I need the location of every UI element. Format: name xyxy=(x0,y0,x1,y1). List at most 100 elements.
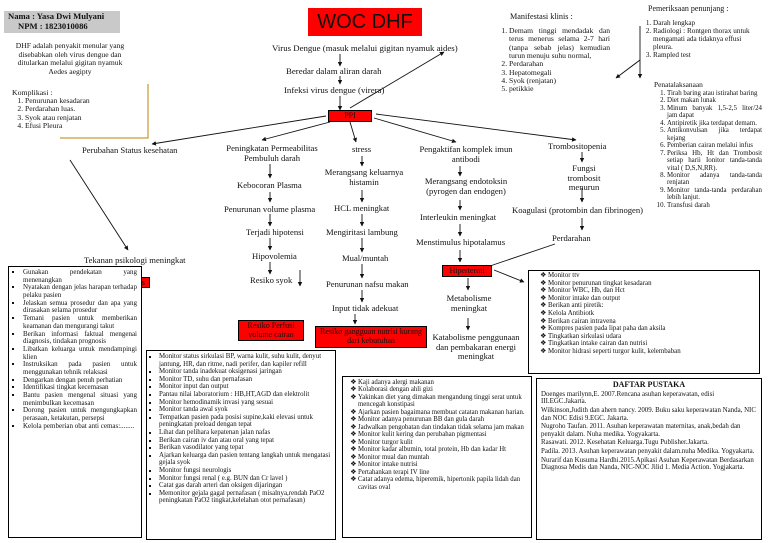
flow-input: Input tidak adekuat xyxy=(332,303,399,313)
list-item: Catat gas darah arteri dan oksigen dijar… xyxy=(159,482,333,490)
list-item: Minum banyak 1,5-2,5 liter/24 jam dapat xyxy=(667,105,762,120)
flow-koagulasi: Koagulasi (protombin dan fibrinogen) xyxy=(512,205,644,215)
list-item: Jelaskan semua prosedur dan apa yang dir… xyxy=(23,299,137,315)
flow-fungsi: Fungsi trombosit menurun xyxy=(567,163,601,193)
pustaka-ref: Nurarif dan Kusuma Hardhi.2015.Apikasi A… xyxy=(541,456,754,472)
list-item: Antikonvulsan jika terdapat kejang xyxy=(667,127,762,142)
list-item: Perdarahan luas. xyxy=(25,104,132,113)
list-item: Ajarkan keluarga dan pasien tentang lang… xyxy=(159,452,333,467)
student-npm: NPM : 1823010086 xyxy=(18,20,88,31)
flow-beredar: Beredar dalam aliran darah xyxy=(286,66,382,76)
list-item: petikkie xyxy=(509,85,610,94)
list-item: Monitor status sirkulasi BP, warna kulit… xyxy=(159,353,333,368)
flow-interleukin: Interleukin meningkat xyxy=(420,212,497,222)
list-item: Dengarkan dengan penuh perhatian xyxy=(23,376,137,385)
list-item: Berikan anti piretik: xyxy=(548,302,756,310)
flow-histamin: Merangsang keluarnya histamin xyxy=(324,167,404,187)
definition-text: DHF adalah penyakit menular yang disebab… xyxy=(15,41,125,77)
penatalaksanaan-list: Tirah baring atau istirahat baring Diet … xyxy=(654,90,762,209)
penatalaksanaan-title: Penatalaksanaan xyxy=(654,80,703,89)
list-item: Efusi Pleura xyxy=(25,121,132,130)
ppi-box: PPI xyxy=(328,110,372,122)
pustaka-box: DAFTAR PUSTAKA Doenges marilynn,E. 2007.… xyxy=(536,378,762,540)
flow-perdarahan: Perdarahan xyxy=(552,233,591,243)
list-item: Syok atau renjatan xyxy=(25,113,132,122)
list-item: Monitor turgor kulit xyxy=(358,439,528,446)
list-item: Instruksikan pada pasien untuk menggunak… xyxy=(23,360,137,376)
flow-lambung: Mengiritasi lambung xyxy=(326,227,398,237)
list-item: Monitor hemodinamik invasi yang sesuai xyxy=(159,399,333,407)
list-item: Pertahankan terapi IV line xyxy=(358,469,528,476)
pustaka-ref: Nugroho Taufan. 2011. Asuhan keperawatan… xyxy=(541,423,741,438)
list-item: Kaji adanya alergi makanan xyxy=(358,379,528,386)
penatalaksanaan-section: Penatalaksanaan Tirah baring atau istira… xyxy=(654,80,762,209)
list-item: Jadwalkan pengobatan dan tindakan tidak … xyxy=(358,424,528,431)
flow-katabolisme: Katabolisme penggunaan dan pembakaran en… xyxy=(432,332,520,362)
cemas-list: Gunakan pendekatan yang menenangkan Nyat… xyxy=(11,268,137,430)
page-title: WOC DHF xyxy=(308,8,422,36)
flow-permeabilitas: Peningkatan Permeabilitas Pembuluh darah xyxy=(226,143,318,163)
list-item: Berikan vasodilator yang tepat xyxy=(159,444,333,452)
list-item: Diet makan lunak xyxy=(667,97,762,104)
list-item: Kompres pasien pada lipat paha dan aksil… xyxy=(548,325,756,333)
list-item: Pemberian cairan melalui infus xyxy=(667,142,762,149)
list-item: Monitor ttv xyxy=(548,272,756,280)
list-item: Pantau nilai laboratorium : HB,HT,AGD da… xyxy=(159,391,333,399)
list-item: Darah lengkap xyxy=(653,19,758,28)
komplikasi-title: Komplikasi : xyxy=(12,88,53,97)
flow-metabolisme: Metabolisme meningkat xyxy=(446,293,492,313)
list-item: Monitor mual dan muntah xyxy=(358,454,528,461)
flow-penurunan-volume: Penurunan volume plasma xyxy=(224,204,316,214)
list-item: Monitor WBC, Hb, dan Hct xyxy=(548,287,756,295)
resiko-nutrisi-box: Resiko gangguan nutrisi kurang dari kebu… xyxy=(315,326,427,348)
pemeriksaan-title: Pemeriksaan penunjang : xyxy=(648,4,729,13)
flow-perubahan: Perubahan Status kesehatan xyxy=(82,145,178,155)
list-item: Monitor intake nutrisi xyxy=(358,461,528,468)
flow-hipotalamus: Menstimulus hipotalamus xyxy=(416,237,506,247)
list-item: Monitor TD, suhu dan pernafasan xyxy=(159,376,333,384)
flow-endotoksin: Merangsang endotoksin (pyrogen dan endog… xyxy=(424,176,508,196)
list-item: Kelola Antibiotk xyxy=(548,310,756,318)
list-item: Periksa Hb, Ht dan Trombosit setiap hari… xyxy=(667,150,762,172)
cemas-intervention-box: Gunakan pendekatan yang menenangkan Nyat… xyxy=(8,266,142,538)
list-item: Monitor hidrasi seperti turgor kulit, ke… xyxy=(548,348,756,356)
flow-trombositopenia: Trombositopenia xyxy=(548,141,607,151)
flow-resiko-syok: Resiko syok xyxy=(250,275,293,285)
perfusi-intervention-box: Monitor status sirkulasi BP, warna kulit… xyxy=(146,350,336,540)
list-item: Transfusi darah xyxy=(667,202,762,209)
hipertermi-box: Hipertermi xyxy=(442,265,492,277)
nutrisi-list: Kaji adanya alergi makanan Kolaborasi de… xyxy=(346,379,528,491)
flow-virus: Virus Dengue (masuk melalui gigitan nyam… xyxy=(272,43,458,53)
flow-mual: Mual/muntah xyxy=(342,253,389,263)
list-item: Monitor kulit kering dan perubahan pigme… xyxy=(358,431,528,438)
list-item: Memonitor gejala gagal pernafasan ( misa… xyxy=(159,490,333,505)
komplikasi-section: Komplikasi : Penurunan kesadaran Perdara… xyxy=(12,88,132,130)
pustaka-ref: Doenges marilynn,E. 2007.Rencana asuhan … xyxy=(541,390,715,406)
list-item: Catat adanya edema, hiperemik, hipertoni… xyxy=(358,476,528,491)
perfusi-list: Monitor status sirkulasi BP, warna kulit… xyxy=(149,353,333,505)
list-item: Syok (renjatan) xyxy=(509,76,610,85)
list-item: Monitor adanya tanda-tanda renjatan xyxy=(667,172,762,187)
list-item: Hepatomegali xyxy=(509,68,610,77)
list-item: Monitor adanya penurunan BB dan gula dar… xyxy=(358,416,528,423)
pustaka-ref: Rasawati. 2012. Kesehatan Keluarga.Tugu … xyxy=(541,439,709,447)
list-item: Identifikasi tingkat kecemasan xyxy=(23,384,137,392)
pustaka-ref: Wilkinson,Judith dan ahern nancy. 2009. … xyxy=(541,406,756,422)
list-item: Temani pasien untuk memberikan keamanan … xyxy=(23,314,137,330)
list-item: Penurunan kesadaran xyxy=(25,96,132,105)
list-item: Demam tinggi mendadak dan terus menerus … xyxy=(509,26,610,60)
flow-hipotensi: Terjadi hipotensi xyxy=(246,227,304,237)
pemeriksaan-section: Pemeriksaan penunjang : Darah lengkap Ra… xyxy=(640,4,758,60)
flow-nafsu: Penurunan nafsu makan xyxy=(326,279,409,289)
hipertermi-intervention-box: Monitor ttv Monitor penurunan tingkat ke… xyxy=(528,270,760,374)
list-item: Nyatakan dengan jelas harapan terhadap p… xyxy=(23,283,137,299)
list-item: Monitor intake dan output xyxy=(548,295,756,303)
flow-infeksi: Infeksi virus dengue (virera) xyxy=(284,85,385,95)
list-item: Monitor kadar albumin, total protein, Hb… xyxy=(358,446,528,453)
list-item: Monitor fungsi renal ( e.g. BUN dan Cr l… xyxy=(159,475,333,483)
list-item: Libatkan keluarga untuk mendampingi klie… xyxy=(23,345,137,361)
list-item: Rampled test xyxy=(653,51,758,60)
hipertermi-list: Monitor ttv Monitor penurunan tingkat ke… xyxy=(532,272,756,356)
list-item: Monitor tanda-tanda perdarahan lebih lan… xyxy=(667,187,762,202)
list-item: Berikan cairan intravena xyxy=(548,318,756,326)
